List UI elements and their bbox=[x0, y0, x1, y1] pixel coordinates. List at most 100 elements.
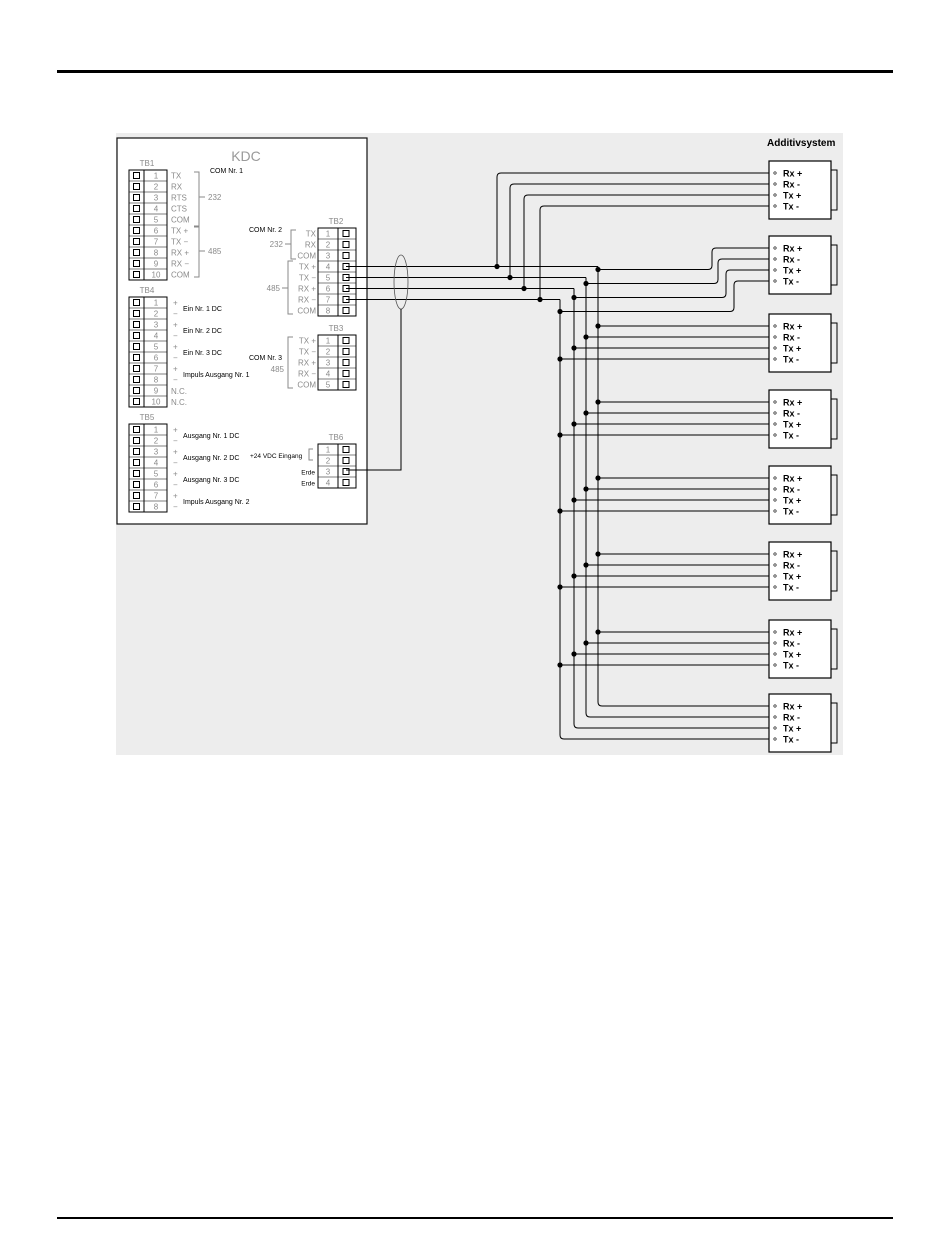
tb6-earth-label: Erde bbox=[301, 481, 315, 488]
tb3-terminal bbox=[342, 359, 350, 366]
additiv-unit: Rx +Rx -Tx +Tx - bbox=[768, 619, 838, 679]
header-rule bbox=[57, 70, 893, 73]
tb4-label: TB4 bbox=[140, 286, 155, 295]
tb1-pin-number: 9 bbox=[154, 260, 159, 269]
tb3-pin-number: 5 bbox=[326, 381, 331, 390]
tb1-terminal bbox=[133, 249, 140, 256]
tb5-polarity: + bbox=[173, 426, 178, 435]
additiv-terminal-label: Tx + bbox=[783, 496, 801, 506]
tb4-pin-number: 1 bbox=[154, 299, 159, 308]
additiv-unit: Rx +Rx -Tx +Tx - bbox=[768, 541, 838, 601]
additiv-unit-tab bbox=[831, 702, 838, 744]
additiv-terminal-label: Rx - bbox=[783, 409, 800, 419]
tb1-pin-number: 4 bbox=[154, 205, 159, 214]
tb4-polarity: + bbox=[173, 321, 178, 330]
tb4-function: Ein Nr. 2 DC bbox=[183, 328, 222, 335]
tb4-polarity: − bbox=[173, 310, 178, 319]
additiv-terminal-point bbox=[773, 268, 777, 272]
tb2-signal: TX + bbox=[299, 263, 316, 272]
additiv-unit-tab bbox=[831, 550, 838, 592]
additiv-unit-tab bbox=[831, 322, 838, 364]
footer-rule bbox=[57, 1217, 893, 1219]
tb2-485-label: 485 bbox=[267, 284, 281, 293]
additiv-terminal-label: Tx + bbox=[783, 266, 801, 276]
tb4-polarity: − bbox=[173, 376, 178, 385]
tb5-label: TB5 bbox=[140, 413, 155, 422]
tb1-terminal bbox=[133, 205, 140, 212]
junction-dot bbox=[595, 475, 601, 481]
junction-dot bbox=[571, 573, 577, 579]
unit2-drop-wire bbox=[586, 258, 769, 284]
additiv-terminal-point bbox=[773, 324, 777, 328]
additiv-terminal-label: Tx + bbox=[783, 344, 801, 354]
tb4-terminal bbox=[133, 343, 140, 350]
tb2-signal: RX + bbox=[298, 285, 316, 294]
tb1-terminal bbox=[133, 183, 140, 190]
additiv-terminal-point bbox=[773, 585, 777, 589]
tb4-terminal bbox=[133, 387, 140, 394]
tb5-polarity: − bbox=[173, 437, 178, 446]
tb5-polarity: − bbox=[173, 503, 178, 512]
tb2-pin-number: 7 bbox=[326, 296, 331, 305]
tb5-terminal bbox=[133, 470, 140, 477]
tb4-terminal bbox=[133, 354, 140, 361]
tb3-com-label: COM Nr. 3 bbox=[249, 355, 282, 362]
junction-dot bbox=[571, 345, 577, 351]
tb3-terminal bbox=[342, 370, 350, 377]
tb4-polarity: + bbox=[173, 343, 178, 352]
tb4-pin-number: 3 bbox=[154, 321, 159, 330]
tb1-pin-number: 10 bbox=[152, 271, 161, 280]
tb2-terminal bbox=[342, 241, 350, 248]
tb1-pin-number: 5 bbox=[154, 216, 159, 225]
tb3-485-label: 485 bbox=[271, 365, 285, 374]
tb1-pin-number: 8 bbox=[154, 249, 159, 258]
cable-shield-wire bbox=[346, 309, 402, 471]
additiv-units: Rx +Rx -Tx +Tx -Rx +Rx -Tx +Tx -Rx +Rx -… bbox=[768, 160, 838, 753]
tb1-signal: COM bbox=[171, 216, 190, 225]
additiv-terminal-point bbox=[773, 246, 777, 250]
tb5-function: Ausgang Nr. 3 DC bbox=[183, 477, 239, 484]
additiv-terminal-label: Rx - bbox=[783, 180, 800, 190]
tb3-signal: COM bbox=[297, 381, 316, 390]
additiv-terminal-point bbox=[773, 171, 777, 175]
additiv-terminal-label: Rx + bbox=[783, 244, 802, 254]
tb5-pin-number: 8 bbox=[154, 503, 159, 512]
tb3-pin-number: 2 bbox=[326, 348, 331, 357]
tb4-polarity: + bbox=[173, 299, 178, 308]
additiv-terminal-point bbox=[773, 630, 777, 634]
tb6-terminal bbox=[342, 446, 350, 453]
tb1-terminal bbox=[133, 238, 140, 245]
tb2-signal: TX − bbox=[299, 274, 316, 283]
additiv-terminal-point bbox=[773, 279, 777, 283]
tb5-terminal bbox=[133, 459, 140, 466]
additiv-terminal-label: Rx - bbox=[783, 561, 800, 571]
additiv-terminal-label: Rx + bbox=[783, 702, 802, 712]
tb5-terminal bbox=[133, 448, 140, 455]
junction-dot bbox=[583, 562, 589, 568]
additiv-terminal-label: Tx - bbox=[783, 202, 799, 212]
bus-wire bbox=[597, 266, 769, 707]
additiv-unit-box bbox=[768, 160, 832, 220]
additiv-terminal-point bbox=[773, 509, 777, 513]
tb6-pin-number: 4 bbox=[326, 479, 331, 488]
additiv-unit-box bbox=[768, 235, 832, 295]
tb3-terminal bbox=[342, 381, 350, 388]
tb4-polarity: + bbox=[173, 365, 178, 374]
additiv-terminal-point bbox=[773, 411, 777, 415]
tb1-terminal bbox=[133, 227, 140, 234]
tb4-nc: N.C. bbox=[171, 398, 187, 407]
additivsystem-title: Additivsystem bbox=[767, 138, 835, 149]
tb4-terminal bbox=[133, 398, 140, 405]
additiv-terminal-point bbox=[773, 704, 777, 708]
tb1-signal: TX − bbox=[171, 238, 188, 247]
tb2-signal: COM bbox=[297, 307, 316, 316]
tb3-terminal bbox=[342, 348, 350, 355]
tb2-terminal bbox=[342, 252, 350, 259]
tb5-polarity: − bbox=[173, 481, 178, 490]
tb3-signal: RX − bbox=[298, 370, 316, 379]
additiv-unit-tab bbox=[831, 169, 838, 211]
junction-dot bbox=[557, 356, 563, 362]
tb2-signal: TX bbox=[306, 230, 317, 239]
additiv-terminal-label: Tx - bbox=[783, 507, 799, 517]
tb1-485-brace bbox=[194, 226, 200, 278]
